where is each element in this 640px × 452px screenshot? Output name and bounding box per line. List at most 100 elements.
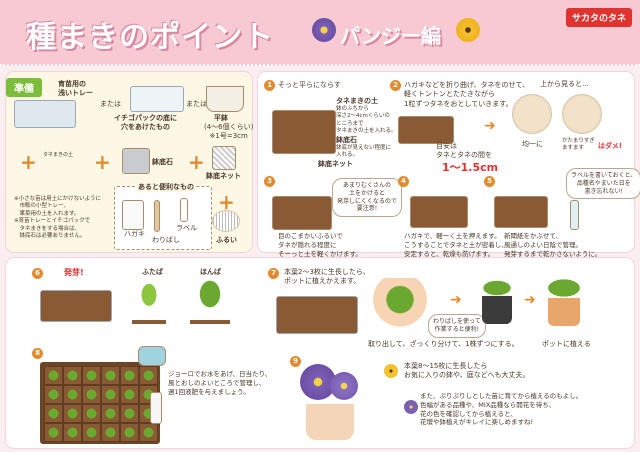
page-subtitle: パンジー編	[340, 24, 441, 48]
pansy-icon	[456, 18, 480, 42]
step-number-4: 4	[398, 176, 409, 187]
honba-sprout-illustration	[190, 280, 230, 324]
step7-text: 本葉2〜3枚に生長したら、 ポットに植えかえます。	[284, 268, 370, 286]
sieve-illustration	[212, 210, 240, 232]
step4-text: ハガキで、軽ーく土を押えます。 こうすることでタネと土が密着し、 安定すると、乾…	[404, 232, 508, 258]
seedling-cell	[120, 385, 139, 404]
futaba-sprout-illustration	[132, 284, 166, 324]
tray-illustration	[14, 100, 76, 128]
soil-bag-text: タネまきの土	[43, 152, 74, 158]
step1-pot-illustration	[272, 110, 336, 154]
seedling-cell	[82, 423, 101, 442]
step8-seedling-grid	[40, 362, 160, 444]
step1-soil-desc: 鉢のふちから 深さ2〜4cmくらいの ところまで タネまきの土を入れる。	[336, 106, 397, 135]
brand-logo: サカタのタネ	[565, 8, 632, 27]
pansy-icon	[312, 18, 336, 42]
seedling-cell	[101, 385, 120, 404]
step-number-3: 3	[264, 176, 275, 187]
pansy-flower-illustration	[330, 372, 358, 400]
step6-honba-label: ほんば	[200, 268, 221, 276]
arrow-icon: ➜	[484, 118, 496, 134]
step3-pot-illustration	[272, 196, 332, 230]
plus-icon: +	[218, 190, 235, 214]
pot-label: 平鉢	[214, 114, 228, 122]
net-illustration	[212, 146, 236, 170]
or-label: または	[186, 100, 207, 108]
step7-bubble: わりばしを使って 作業すると便利!	[428, 314, 486, 338]
waribashi-label: わりばし	[152, 236, 180, 244]
label-item-label: ラベル	[176, 224, 197, 232]
sieve-label: ふるい	[216, 236, 237, 244]
step3-text: 目のこまかいふるいで タネが隠れる程度に そーっと土を軽くかけます。	[278, 232, 362, 258]
plus-icon: +	[94, 150, 111, 174]
step8-text: ジョーロでお水をあげ、日当たり、 風とおしのよいところで管理し、 週1回液肥を与…	[168, 370, 272, 396]
watering-can-illustration	[138, 346, 166, 366]
pansy-icon	[384, 364, 398, 378]
step7-pot-illustration	[276, 296, 358, 334]
step-number-2: 2	[390, 80, 401, 91]
seed-even-illustration	[512, 94, 552, 134]
step2-good-label: 均一に	[522, 140, 543, 148]
seed-clumped-illustration	[562, 94, 602, 134]
step9-tip: また、ぷりぷりしとした苗に育てから植えるのもよし。 色幅がある品種や、MIX品種…	[420, 392, 583, 427]
arrow-icon: ➜	[524, 292, 536, 308]
step2-distance: 1〜1.5cm	[442, 161, 499, 174]
step-number-1: 1	[264, 80, 275, 91]
seedling-cell	[63, 404, 82, 423]
arrow-icon: ➜	[450, 292, 462, 308]
pot-seedling-leaves	[478, 278, 516, 298]
step2-text: ハガキなどを折り曲げ、タネをのせて、 軽くトントンとたたきながら 1粒ずつタネを…	[404, 81, 530, 108]
net-label: 鉢底ネット	[206, 172, 241, 180]
step4-pot-illustration	[410, 196, 468, 228]
step1-net-label: 鉢底ネット	[318, 160, 353, 168]
step2-bad-label: かたまりすぎ ますます	[562, 138, 595, 152]
waribashi-illustration	[154, 200, 160, 232]
seedling-cell	[63, 366, 82, 385]
step-number-9: 9	[290, 356, 301, 367]
step3-bubble: あまりむくさんの 土をかけると 発芽しにくくなるので 要注意!	[332, 178, 402, 218]
step1-stone-desc: 鉢底が見えない程度に 入れる。	[336, 145, 392, 159]
seedling-cell	[120, 423, 139, 442]
pack-illustration	[130, 86, 184, 112]
step9-text: 本葉8〜15枚に生長したら お気に入りの鉢や、庭などへも大丈夫。	[404, 362, 530, 380]
optional-items-title: あると便利なもの	[136, 183, 196, 193]
potted-plant-illustration	[548, 298, 580, 326]
step7-pot-label: ポットに植える	[542, 340, 591, 348]
seedling-cell	[44, 404, 63, 423]
seedling-cell	[82, 385, 101, 404]
step7-dig-text: 取り出して、ざっくり分けて、1株ずつにする。	[368, 340, 519, 348]
plus-icon: +	[20, 150, 37, 174]
step1-soil-label: タネまきの土	[336, 97, 378, 105]
seedling-cell	[44, 366, 63, 385]
pot-illustration	[206, 86, 244, 112]
seedling-cell	[139, 423, 158, 442]
stone-label: 鉢底石	[152, 158, 173, 166]
hagaki-label: ハガキ	[124, 230, 145, 238]
header: 種まきのポイント パンジー編 サカタのタネ	[0, 0, 640, 66]
seedling-cell	[101, 423, 120, 442]
seedling-cell	[82, 366, 101, 385]
step1-stone-label: 鉢底石	[336, 136, 357, 144]
pot-sublabel: (4〜6個くらい) ※1号=3cm	[204, 123, 254, 141]
step-number-5: 5	[484, 176, 495, 187]
page-title: 種まきのポイント	[26, 20, 274, 55]
pansy-icon	[404, 400, 418, 414]
prep-note: ※小さな苗は用土にかけないように 市販の小型トレー、 果菜用の土を入れます。 ※…	[14, 196, 101, 240]
step2-pot-illustration	[398, 116, 454, 144]
step-number-7: 7	[268, 268, 279, 279]
seedling-cell	[120, 366, 139, 385]
seedling-cell	[63, 423, 82, 442]
pack-label: イチゴパックの底に 穴をあけたもの	[114, 114, 177, 132]
seedling-cell	[63, 385, 82, 404]
step5-bubble: ラベルを書いておくと、 品種名やまいた日を 書き忘れない!	[566, 168, 640, 200]
step2-view-label: 上から見ると…	[540, 80, 589, 88]
step-number-8: 8	[32, 348, 43, 359]
seedling-cell	[44, 423, 63, 442]
prep-label: 準備	[6, 78, 42, 97]
stone-illustration	[122, 148, 150, 174]
fertilizer-bottle-illustration	[150, 392, 162, 424]
step5-text: 新聞紙をかぶせて、 風通しのよい日陰で管理。 発芽するまで乾かさないように。	[504, 232, 602, 258]
seedling-cell	[120, 404, 139, 423]
step1-title: そっと平らにならす	[278, 81, 341, 89]
pot-seedling-illustration	[482, 296, 512, 324]
